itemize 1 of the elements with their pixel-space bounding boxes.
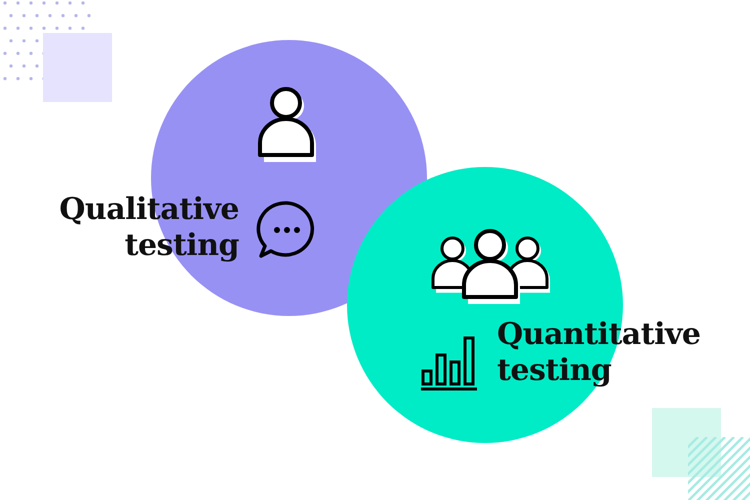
- heading: Qualitative testing: [58, 192, 239, 264]
